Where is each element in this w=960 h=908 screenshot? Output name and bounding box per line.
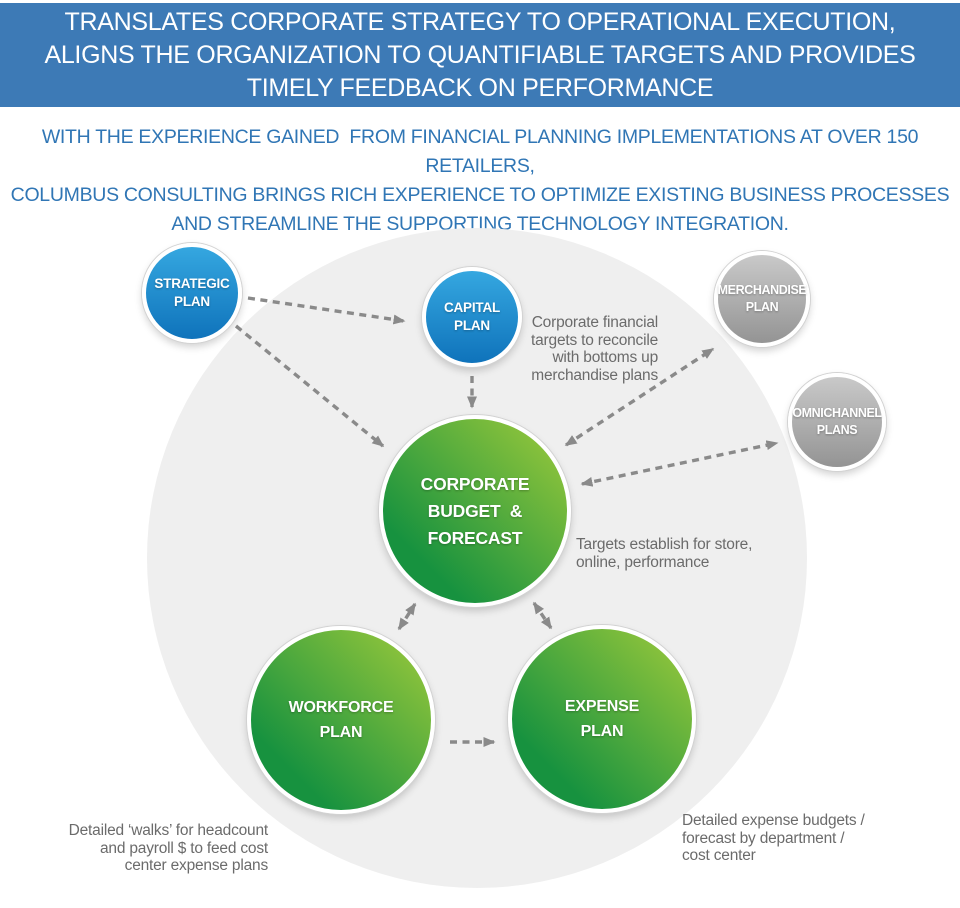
note-merchandise-reconcile: Corporate financial targets to reconcile… bbox=[531, 314, 658, 384]
node-expense-plan-label: EXPENSE PLAN bbox=[564, 698, 640, 740]
node-omnichannel-plans-label: OMNICHANNEL PLANS bbox=[792, 406, 882, 437]
title-banner: TRANSLATES CORPORATE STRATEGY TO OPERATI… bbox=[0, 3, 960, 107]
node-strategic-plan: STRATEGIC PLAN bbox=[142, 243, 242, 343]
node-corporate-budget-forecast-label: CORPORATE BUDGET & FORECAST bbox=[420, 473, 530, 548]
node-strategic-plan-label: STRATEGIC PLAN bbox=[154, 276, 230, 309]
node-capital-plan-label: CAPITAL PLAN bbox=[443, 300, 501, 333]
node-omnichannel-plans: OMNICHANNEL PLANS bbox=[788, 373, 886, 471]
node-expense-plan: EXPENSE PLAN bbox=[508, 625, 696, 813]
node-capital-plan: CAPITAL PLAN bbox=[422, 267, 522, 367]
node-workforce-plan-label: WORKFORCE PLAN bbox=[288, 699, 394, 741]
title-banner-text: TRANSLATES CORPORATE STRATEGY TO OPERATI… bbox=[44, 7, 916, 102]
node-merchandise-plan-label: MERCHANDISE PLAN bbox=[717, 283, 807, 314]
node-corporate-budget-forecast: CORPORATE BUDGET & FORECAST bbox=[379, 415, 571, 607]
note-expense-budgets: Detailed expense budgets / forecast by d… bbox=[682, 812, 865, 864]
node-workforce-plan: WORKFORCE PLAN bbox=[247, 626, 435, 814]
node-merchandise-plan: MERCHANDISE PLAN bbox=[714, 251, 810, 347]
note-targets-establish: Targets establish for store, online, per… bbox=[576, 536, 753, 571]
intro-paragraph: WITH THE EXPERIENCE GAINED FROM FINANCIA… bbox=[10, 126, 950, 235]
note-workforce-walks: Detailed ‘walks’ for headcount and payro… bbox=[68, 822, 269, 874]
